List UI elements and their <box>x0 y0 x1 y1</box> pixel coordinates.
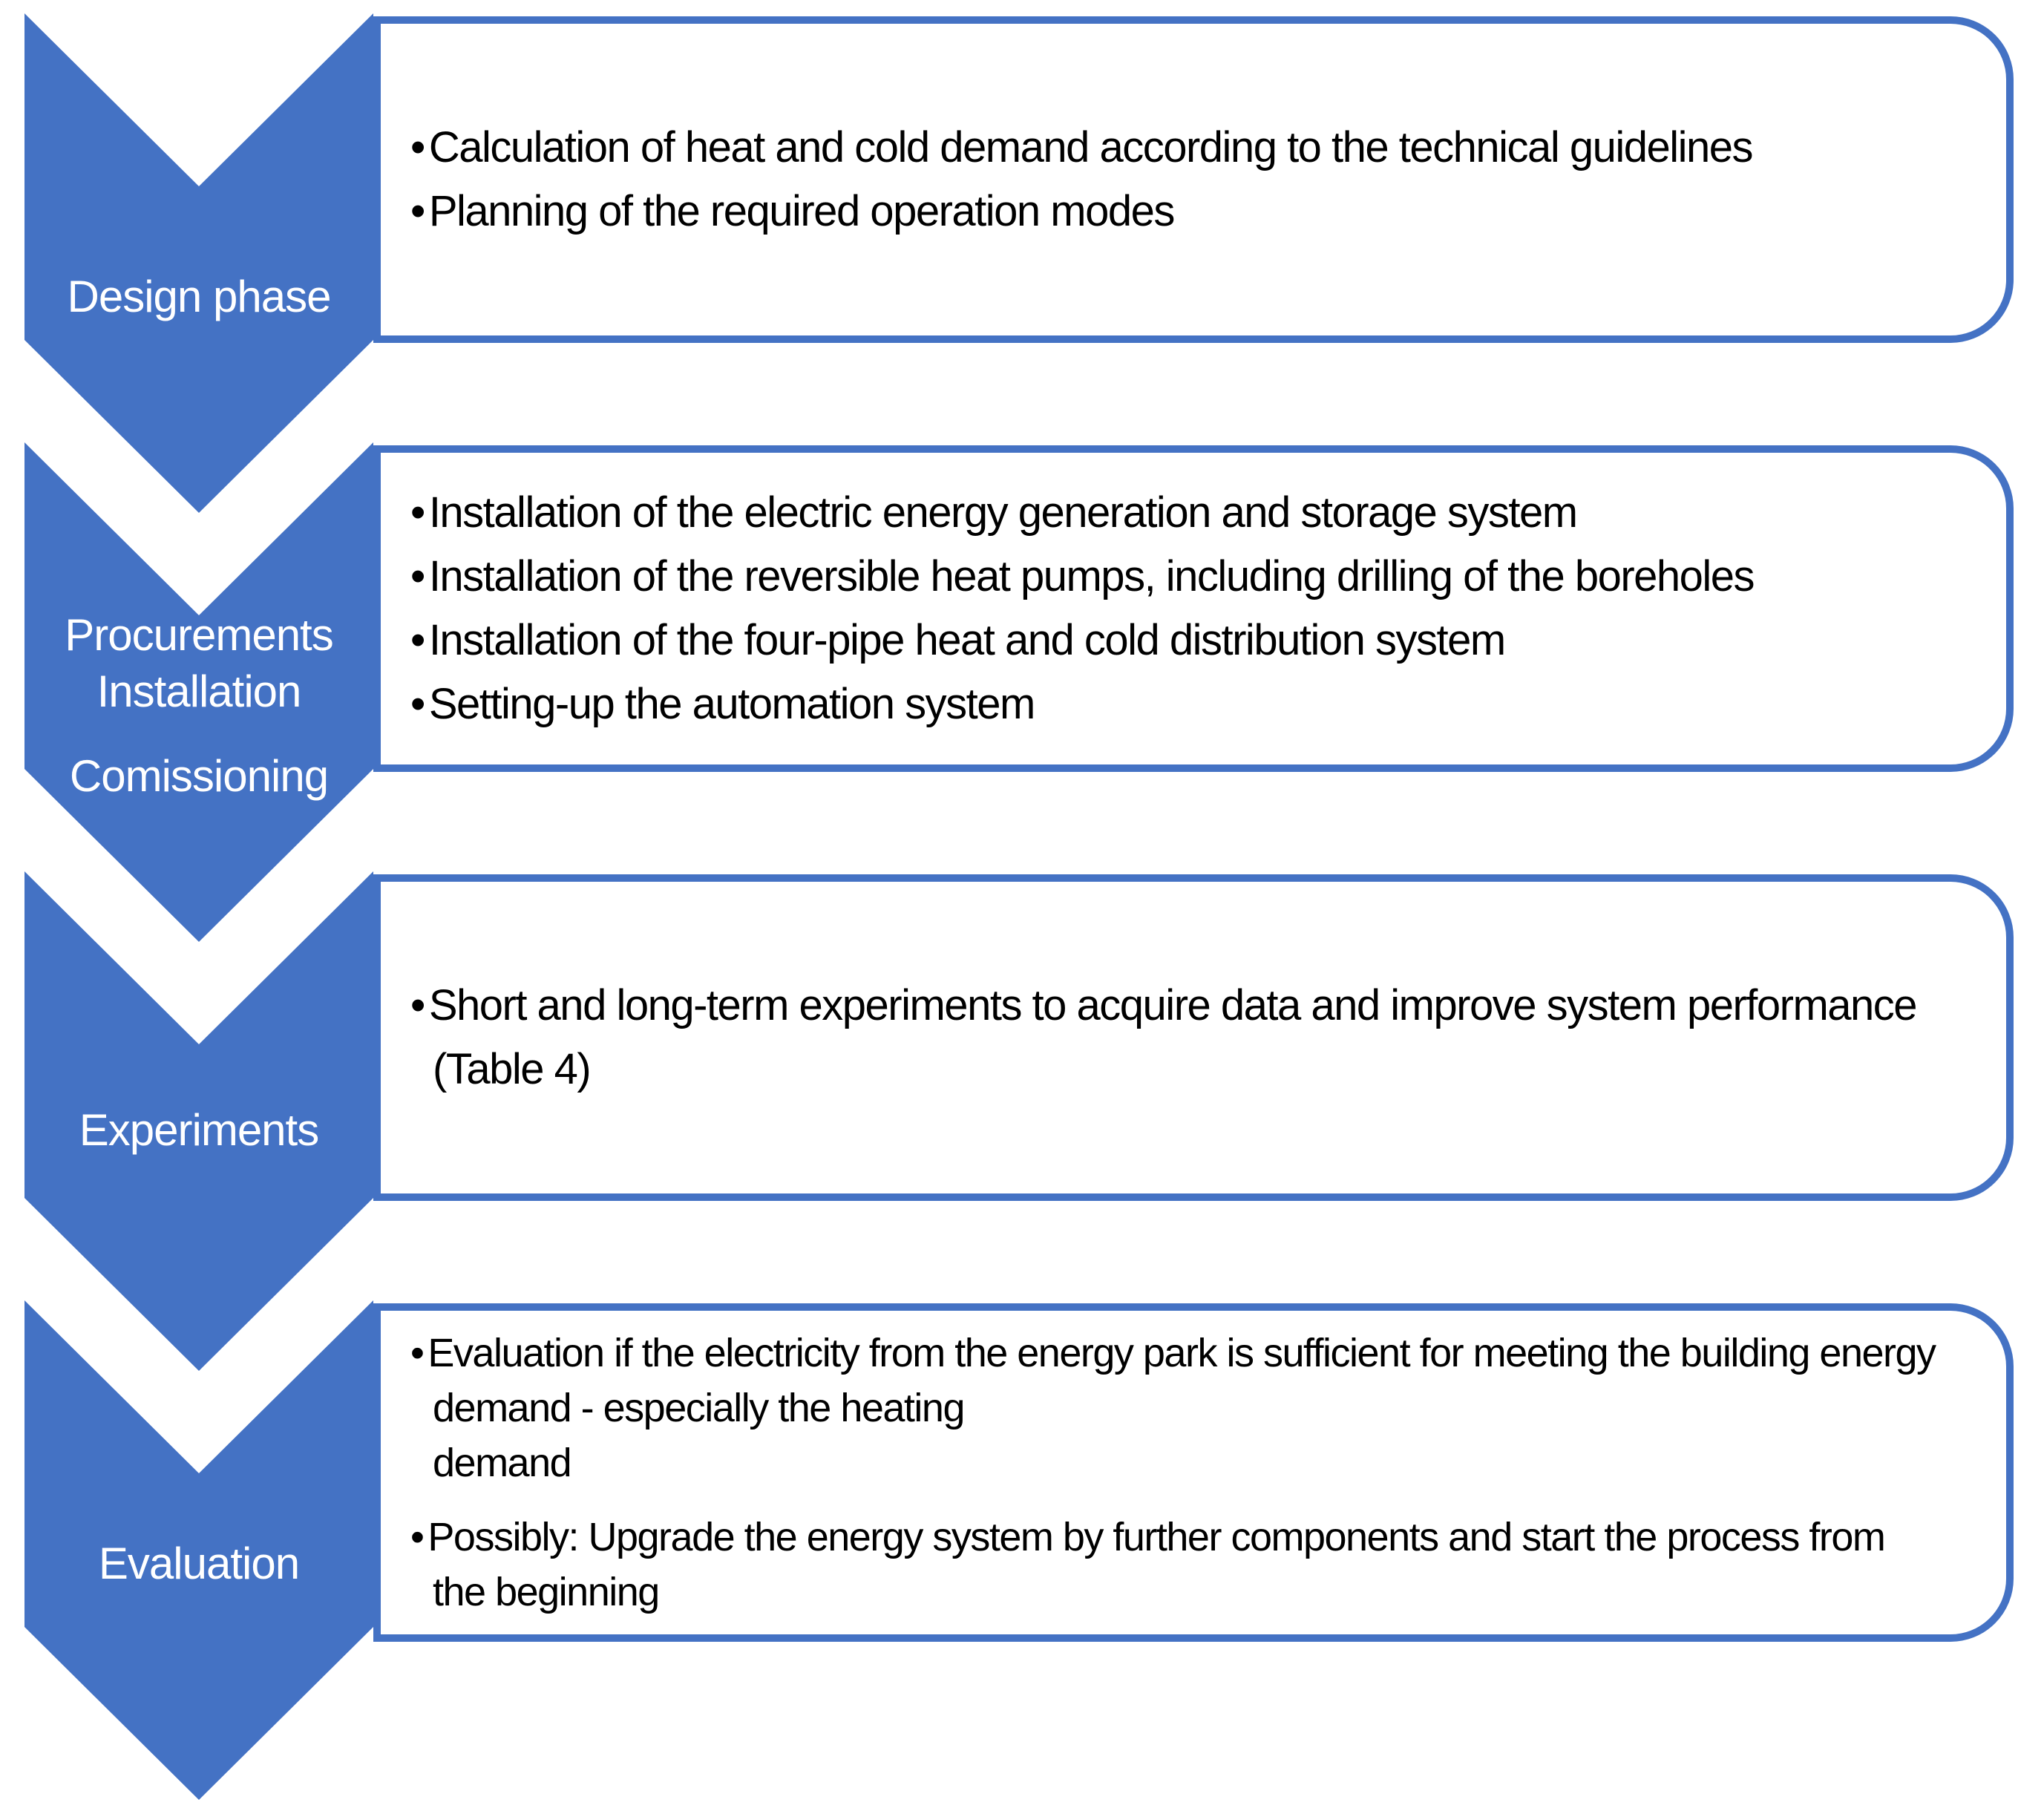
bullet-item: •Calculation of heat and cold demand acc… <box>410 116 1947 180</box>
stage-label-procurements: Procurements Installation Comissioning <box>30 607 368 805</box>
chevron-shape-design-phase <box>24 13 373 513</box>
chevron-shape-procurements <box>24 442 373 942</box>
bullet-item: •Setting-up the automation system <box>410 672 1947 736</box>
stage-label-design-phase: Design phase <box>30 269 368 325</box>
stage-label-experiments: Experiments <box>30 1102 368 1159</box>
stage-label-evaluation: Evaluation <box>30 1536 368 1592</box>
bullet-text: Installation of the four-pipe heat and c… <box>428 616 1506 664</box>
bullet-dot: • <box>410 552 425 600</box>
bullet-item: •Evaluation if the electricity from the … <box>410 1326 1947 1490</box>
process-box-evaluation: •Evaluation if the electricity from the … <box>373 1303 2014 1642</box>
bullet-item: •Installation of the four-pipe heat and … <box>410 609 1947 672</box>
stage-label-text: Procurements Installation <box>65 610 333 716</box>
bullet-item: •Planning of the required operation mode… <box>410 180 1947 243</box>
bullet-text: Planning of the required operation modes <box>428 187 1176 235</box>
bullet-item: •Short and long-term experiments to acqu… <box>410 974 1947 1101</box>
chevron-shape-evaluation <box>24 1300 373 1800</box>
bullet-text: Installation of the electric energy gene… <box>428 488 1578 537</box>
bullet-item: •Possibly: Upgrade the energy system by … <box>410 1510 1947 1620</box>
bullet-dot: • <box>410 680 425 728</box>
bullet-dot: • <box>410 187 425 235</box>
chevron-shape-experiments <box>24 871 373 1371</box>
process-box-design-phase: •Calculation of heat and cold demand acc… <box>373 16 2014 343</box>
bullet-dot: • <box>410 488 425 537</box>
stage-label-text: Comissioning <box>69 751 329 801</box>
bullet-text: Possibly: Upgrade the energy system by f… <box>428 1515 1895 1614</box>
bullet-text: Installation of the reversible heat pump… <box>428 552 1755 600</box>
bullet-dot: • <box>410 616 425 664</box>
stage-label-text: Design phase <box>67 272 332 321</box>
bullet-dot: • <box>410 1331 425 1375</box>
process-box-procurements: •Installation of the electric energy gen… <box>373 445 2014 772</box>
bullet-text: Calculation of heat and cold demand acco… <box>428 123 1754 171</box>
bullet-item: •Installation of the electric energy gen… <box>410 481 1947 545</box>
bullet-text: Short and long-term experiments to acqui… <box>428 981 1927 1093</box>
stage-label-text: Experiments <box>79 1105 319 1155</box>
stage-label-text: Evaluation <box>98 1539 300 1588</box>
bullet-dot: • <box>410 123 425 171</box>
bullet-dot: • <box>410 1515 425 1559</box>
bullet-text: Setting-up the automation system <box>428 680 1036 728</box>
bullet-item: •Installation of the reversible heat pum… <box>410 545 1947 609</box>
process-box-experiments: •Short and long-term experiments to acqu… <box>373 874 2014 1201</box>
bullet-text: Evaluation if the electricity from the e… <box>428 1331 1936 1485</box>
bullet-dot: • <box>410 981 425 1029</box>
